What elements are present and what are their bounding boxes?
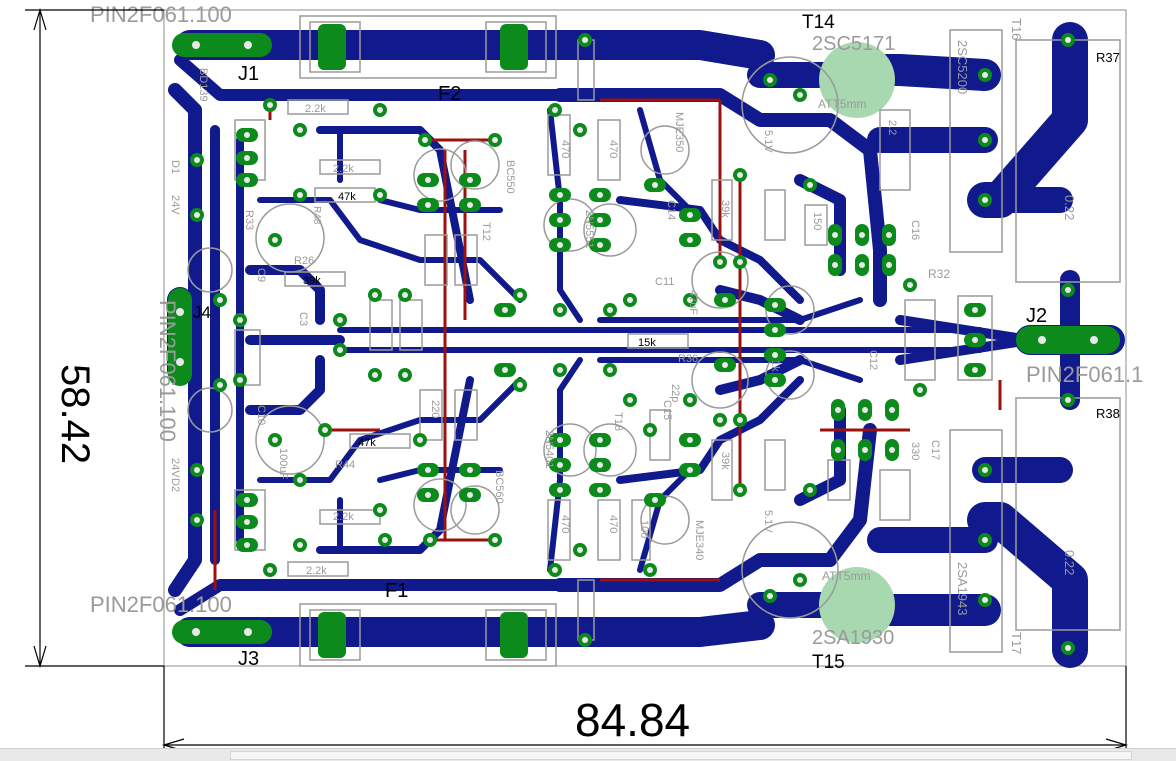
heatsink-t15 — [819, 567, 895, 643]
label-r-2k2-b: 2.2k — [333, 163, 354, 175]
label-t17-part: 2SA1943 — [955, 562, 970, 616]
dimension-width-label: 84.84 — [575, 694, 690, 746]
label-d1: D1 — [169, 160, 181, 174]
label-r-470-c: 470 — [559, 515, 571, 533]
label-r37-ref: R37 — [1096, 50, 1120, 65]
label-t16-ref: T16 — [1009, 18, 1024, 40]
label-r38-value: 0.22 — [1062, 550, 1077, 575]
label-r36-ref: R36 — [678, 353, 698, 365]
component-pads — [168, 24, 1120, 658]
label-t14-ref: T14 — [802, 12, 835, 33]
label-r33: R33 — [243, 210, 255, 230]
label-j4-part: PIN2F061.100 — [155, 300, 180, 442]
dimension-annotations — [25, 7, 1129, 752]
label-c10: C10 — [255, 405, 267, 425]
dimension-height-label: 58.42 — [53, 364, 97, 464]
label-r-470-b: 470 — [607, 140, 619, 158]
label-t14-part: 2SC5171 — [812, 33, 895, 55]
label-r44-ref: R44 — [335, 459, 355, 471]
label-r-2r2: 2.2 — [886, 120, 898, 135]
label-r-39k-b: 39k — [719, 452, 731, 470]
label-r-330: 330 — [909, 442, 921, 460]
label-t15-ref: T15 — [812, 652, 845, 673]
label-zener-5v1-b: 5.1V — [762, 510, 774, 533]
label-j3-ref: J3 — [238, 648, 259, 670]
label-f1: F1 — [385, 580, 408, 602]
label-t12: T12 — [480, 222, 492, 241]
label-t14-heatsink: ATT5mm — [818, 97, 866, 111]
label-j4-ref: J4 — [193, 303, 211, 322]
label-d1-voltage: 24V — [169, 195, 181, 215]
label-cap-100uf: 100uF — [277, 448, 289, 479]
label-c14: C14 — [665, 200, 677, 220]
label-r-470-a: 470 — [559, 140, 571, 158]
label-c9: C9 — [255, 268, 267, 282]
label-f2: F2 — [438, 83, 461, 105]
label-r-2k2-c: 2.2k — [333, 511, 354, 523]
label-t17-ref: T17 — [1009, 632, 1024, 654]
label-j3-part: PIN2F061.100 — [90, 592, 232, 617]
label-r37-value: 0.22 — [1062, 195, 1077, 220]
label-cap-47uf: 47uF — [687, 290, 699, 315]
jumper-wires — [213, 98, 1002, 590]
label-r48-ref: R48 — [311, 206, 322, 225]
label-mje350: MJE350 — [673, 112, 685, 152]
label-c3: C3 — [297, 312, 309, 326]
label-t18: T18 — [612, 412, 624, 431]
label-j2-part: PIN2F061.1 — [1026, 362, 1143, 387]
label-r-39k-a: 39k — [719, 200, 731, 218]
label-r48-value: 47k — [338, 191, 356, 203]
label-r36-value: 15k — [638, 337, 656, 349]
label-bd139: BD139 — [197, 68, 209, 102]
label-d2-voltage: 24V — [169, 458, 181, 478]
silkscreen-text: PIN2F061.100 J1 PIN2F061.100 J3 PIN2F061… — [90, 2, 1143, 673]
label-c15: C15 — [661, 400, 673, 420]
label-cap-22p: 22p — [669, 384, 681, 402]
label-d2: D2 — [169, 478, 181, 492]
label-j1-ref: J1 — [238, 63, 259, 85]
label-mje340: MJE340 — [693, 520, 705, 560]
label-c16: C16 — [909, 220, 921, 240]
label-r38-ref: R38 — [1096, 406, 1120, 421]
label-bc550: BC550 — [504, 160, 516, 194]
label-2n5401: 2N5401 — [543, 430, 555, 469]
label-bc560: BC560 — [493, 470, 505, 504]
label-r-2k2-a: 2.2k — [305, 103, 326, 115]
label-2n5551: 2N5551 — [583, 210, 595, 249]
label-j2-ref: J2 — [1026, 305, 1047, 327]
label-c11: C11 — [655, 276, 674, 288]
label-t15-part: 2SA1930 — [812, 627, 894, 649]
label-r26-value: 39k — [303, 275, 321, 287]
scrollbar-thumb[interactable] — [230, 751, 1132, 760]
label-r32-ref: R32 — [928, 267, 950, 281]
label-r-150: 150 — [811, 212, 823, 230]
label-c17: C17 — [929, 440, 941, 460]
label-r-1k: 1k — [769, 360, 781, 372]
label-j1-part: PIN2F061.100 — [90, 2, 232, 27]
label-t16-part: 2SC5200 — [955, 40, 970, 94]
label-t15-heatsink: ATT5mm — [822, 569, 870, 583]
label-r-2k2-d: 2.2k — [306, 565, 327, 577]
label-r44-value: 47k — [358, 437, 376, 449]
label-r-100: 100 — [638, 520, 650, 538]
label-zener-5v1-a: 5.1V — [762, 130, 774, 153]
label-r-470-d: 470 — [607, 515, 619, 533]
label-c12: C12 — [867, 350, 879, 370]
label-r26-ref: R26 — [294, 255, 314, 267]
label-r-220: 220 — [429, 400, 441, 418]
horizontal-scrollbar[interactable] — [0, 748, 1176, 761]
